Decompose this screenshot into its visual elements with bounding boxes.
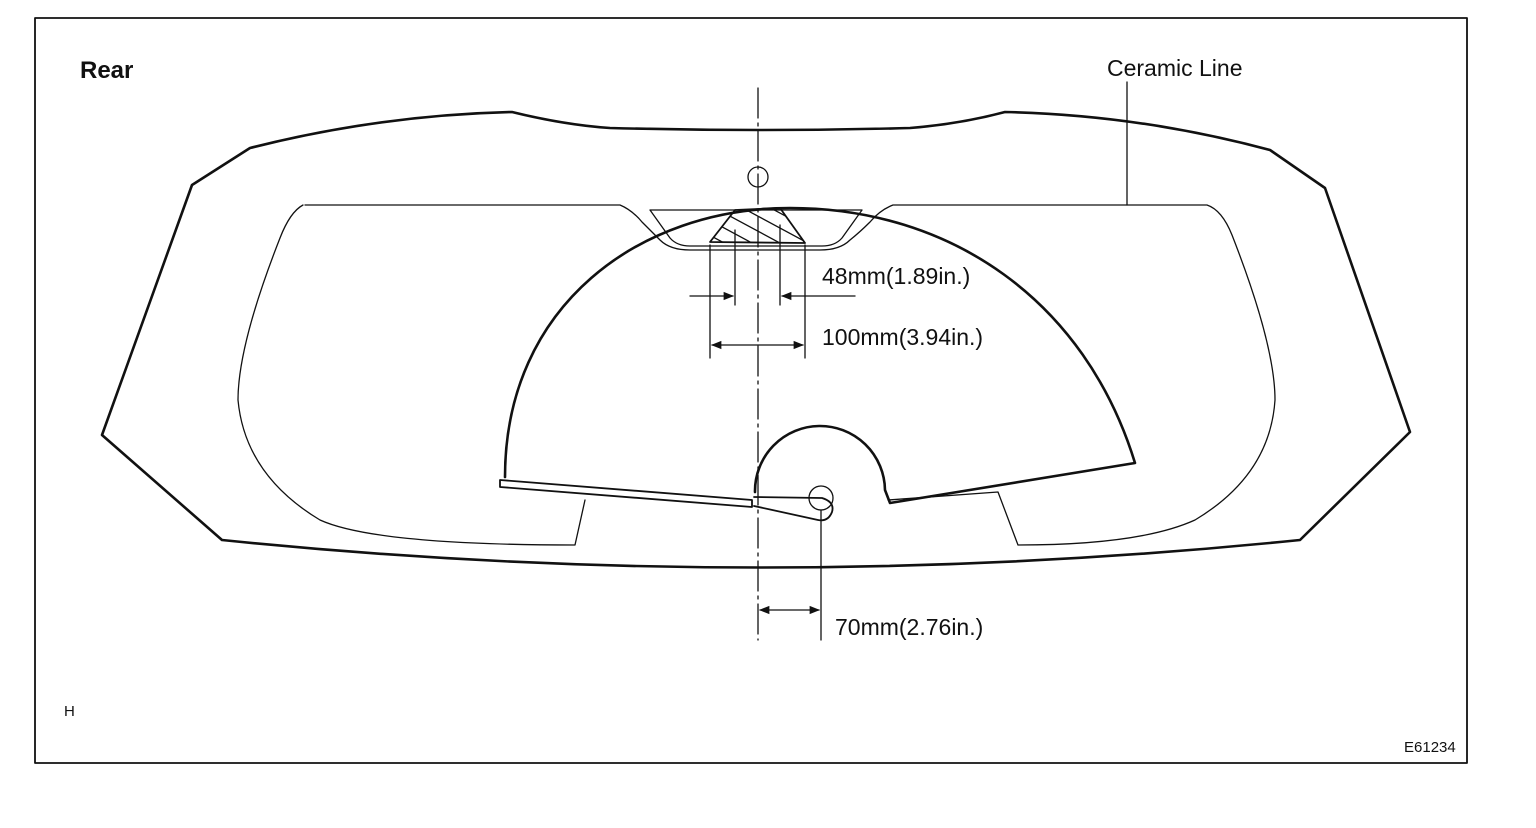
figure-frame	[34, 17, 1468, 764]
glass-outline	[100, 110, 1412, 569]
diagram-title: Rear	[80, 57, 133, 84]
dimension-100mm-label: 100mm(3.94in.)	[822, 324, 983, 350]
dimension-48mm-label: 48mm(1.89in.)	[822, 263, 970, 289]
dimension-70mm-label: 70mm(2.76in.)	[835, 614, 983, 640]
center-mark	[747, 166, 769, 188]
dimension-70mm: 70mm(2.76in.)	[758, 605, 983, 640]
dimension-100mm: 100mm(3.94in.)	[710, 324, 983, 350]
stop-lamp-housing	[649, 209, 863, 247]
wiping-area	[503, 206, 1137, 505]
figure-code: E61234	[1404, 739, 1456, 756]
ceramic-line	[237, 204, 1276, 546]
ceramic-line-label: Ceramic Line	[1107, 55, 1243, 81]
extension-lines	[709, 224, 822, 641]
dimension-48mm: 48mm(1.89in.)	[689, 263, 970, 301]
corner-mark: H	[64, 703, 75, 720]
target-zone	[709, 207, 806, 244]
wiper-arm	[499, 479, 834, 522]
